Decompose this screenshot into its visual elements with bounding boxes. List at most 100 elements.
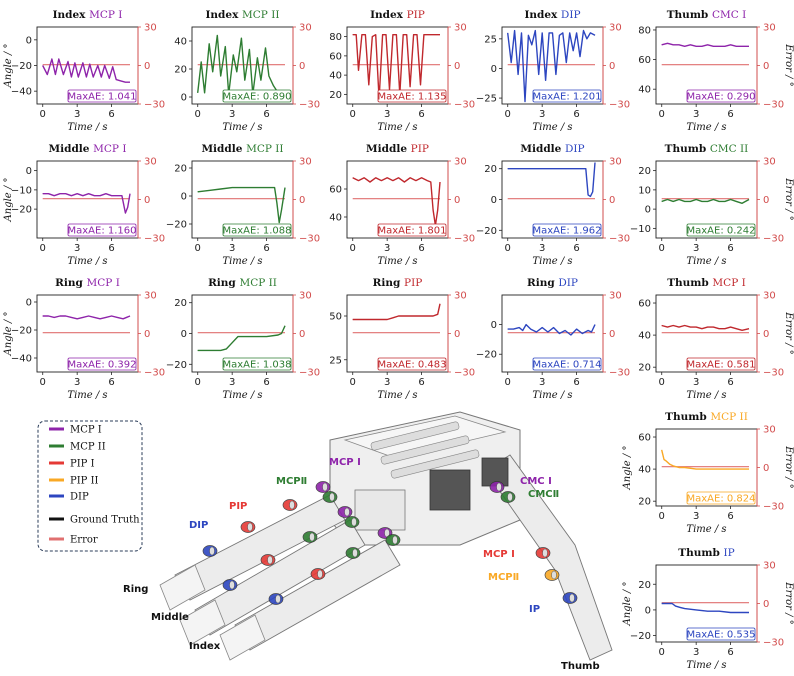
x-tick-label: 0: [350, 377, 356, 388]
x-tick-label: 6: [573, 109, 579, 120]
y-tick-label: 80: [638, 25, 651, 36]
y2-axis-label: Error / °: [783, 581, 794, 624]
y2-tick-label: −30: [299, 368, 320, 379]
subplot-title-joint: PIP: [411, 143, 429, 155]
prediction-series: [352, 303, 441, 321]
y2-tick-label: −30: [763, 100, 784, 111]
subplot-title-finger: Middle: [49, 143, 94, 155]
x-tick-label: 0: [659, 377, 665, 388]
legend-label: Ground Truth: [70, 515, 140, 526]
y2-tick-label: 30: [144, 291, 157, 302]
subplot-title-finger: Middle: [201, 143, 246, 155]
y2-tick-label: 0: [763, 463, 769, 474]
subplot-title-finger: Index: [524, 9, 560, 21]
y-tick-label: 20: [174, 65, 187, 76]
joint-spool-hub: [317, 569, 323, 579]
y-tick-label: 40: [329, 213, 342, 224]
subplot-title: Index MCP II: [206, 9, 280, 21]
x-axis-label: Time / s: [686, 660, 726, 671]
y-tick-label: −20: [476, 350, 497, 361]
palm-block: [429, 469, 471, 511]
x-axis-label: Time / s: [532, 122, 572, 133]
subplot-title-finger: Ring: [208, 277, 239, 289]
finger-middle: [179, 519, 366, 646]
x-tick-label: 0: [659, 647, 665, 658]
max-ae-label: MaxAE: 0.392: [67, 360, 136, 371]
y-tick-label: 0: [26, 298, 32, 309]
x-tick-label: 0: [40, 109, 46, 120]
y2-tick-label: 0: [144, 61, 150, 72]
x-axis-label: Time / s: [686, 390, 726, 401]
y-tick-label: −20: [11, 205, 32, 216]
max-ae-box: [222, 357, 292, 371]
prediction-series: [507, 29, 596, 103]
y2-tick-label: 0: [299, 61, 305, 72]
subplot-title-joint: MCP II: [242, 9, 279, 21]
joint-actuators: [202, 481, 578, 605]
hand-label: MCP I: [329, 457, 361, 468]
subplot-title-finger: Thumb: [667, 9, 712, 21]
x-axis-label: Time / s: [222, 390, 262, 401]
prediction-series: [42, 58, 130, 83]
hand-label: CMCⅡ: [528, 489, 559, 500]
subplot-title-finger: Thumb: [678, 547, 723, 559]
y-tick-label: 40: [638, 85, 651, 96]
joint-spool-hub: [551, 570, 557, 580]
max-ae-label: MaxAE: 0.714: [532, 360, 601, 371]
y-tick-label: 80: [329, 32, 342, 43]
y2-tick-label: 0: [454, 195, 460, 206]
max-ae-box: [377, 89, 447, 103]
y-tick-label: 20: [638, 580, 651, 591]
y-tick-label: −10: [630, 224, 651, 235]
palm-slot-1: [370, 421, 460, 451]
y-tick-label: 40: [174, 37, 187, 48]
hand-label: DIP: [189, 520, 208, 531]
prediction-series: [197, 34, 285, 95]
max-ae-box: [686, 89, 756, 103]
subplot-title-joint: CMC I: [712, 9, 746, 21]
y2-tick-label: 30: [763, 561, 776, 572]
x-tick-label: 0: [350, 243, 356, 254]
y2-axis-label: Error / °: [783, 43, 794, 86]
subplot-title-finger: Thumb: [667, 277, 712, 289]
y2-tick-label: −30: [763, 502, 784, 513]
max-ae-label: MaxAE: 0.290: [686, 92, 755, 103]
joint-spool-hub: [275, 594, 281, 604]
y-axis-label: Angle / °: [3, 178, 14, 223]
subplot-title-finger: Middle: [520, 143, 565, 155]
subplot-title-joint: DIP: [565, 143, 585, 155]
palm-slot-2: [380, 435, 470, 465]
y2-tick-label: −30: [299, 100, 320, 111]
legend-label: MCP II: [70, 442, 106, 453]
subplot-title: Thumb MCP I: [667, 277, 746, 289]
y2-tick-label: 0: [454, 61, 460, 72]
hand-label: MCPⅡ: [488, 572, 519, 583]
joint-spool-hub: [569, 593, 575, 603]
x-axis-label: Time / s: [686, 524, 726, 535]
max-ae-box: [686, 491, 756, 505]
subplot-title: Thumb CMC I: [667, 9, 747, 21]
x-tick-label: 6: [727, 109, 733, 120]
y2-tick-label: −30: [454, 100, 475, 111]
y2-tick-label: 30: [763, 23, 776, 34]
y2-tick-label: −30: [763, 638, 784, 649]
x-tick-label: 6: [418, 243, 424, 254]
legend-label: DIP: [70, 492, 89, 503]
y-tick-label: 60: [638, 55, 651, 66]
y-tick-label: 20: [484, 164, 497, 175]
y-tick-label: −40: [11, 354, 32, 365]
y2-tick-label: 30: [299, 291, 312, 302]
legend-label: PIP I: [70, 459, 95, 470]
x-tick-label: 0: [659, 243, 665, 254]
joint-spool-hub: [392, 535, 398, 545]
x-tick-label: 3: [74, 377, 80, 388]
y-tick-label: 60: [638, 433, 651, 444]
joint-spool-hub: [267, 555, 273, 565]
subplot-title: Index DIP: [524, 9, 580, 21]
